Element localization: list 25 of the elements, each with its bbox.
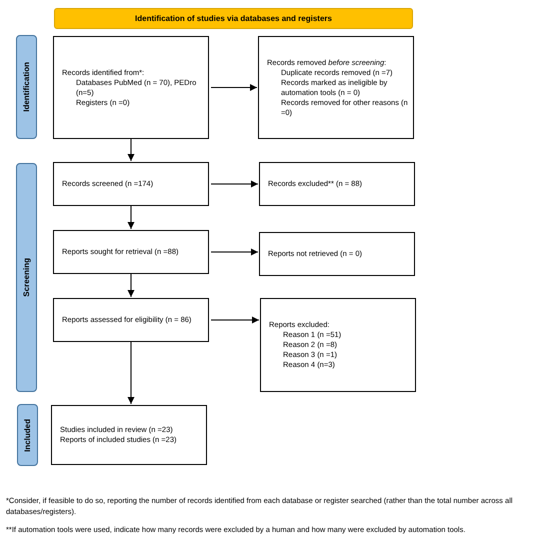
process-box (260, 298, 416, 392)
phase-label (16, 35, 37, 139)
phase-text: Identification (20, 62, 32, 112)
arrow (210, 248, 258, 256)
arrow (128, 206, 134, 230)
phase-text: Included (22, 418, 32, 452)
arrow (210, 84, 258, 91)
process-box (53, 230, 209, 274)
process-box (259, 162, 415, 206)
process-box (51, 405, 207, 465)
header-banner (54, 8, 413, 29)
process-box (259, 232, 415, 276)
process-box (53, 162, 209, 206)
header-text: Identification of studies via databases and registers (135, 12, 332, 24)
arrow (128, 138, 134, 162)
process-box (258, 36, 414, 139)
arrow (128, 342, 134, 404)
process-box (53, 36, 209, 139)
arrow (210, 180, 258, 188)
phase-label (16, 163, 37, 392)
process-box (53, 298, 209, 342)
phase-text: Screening (20, 258, 32, 297)
phase-label (17, 404, 38, 466)
arrow (128, 274, 134, 298)
arrow (210, 316, 260, 324)
